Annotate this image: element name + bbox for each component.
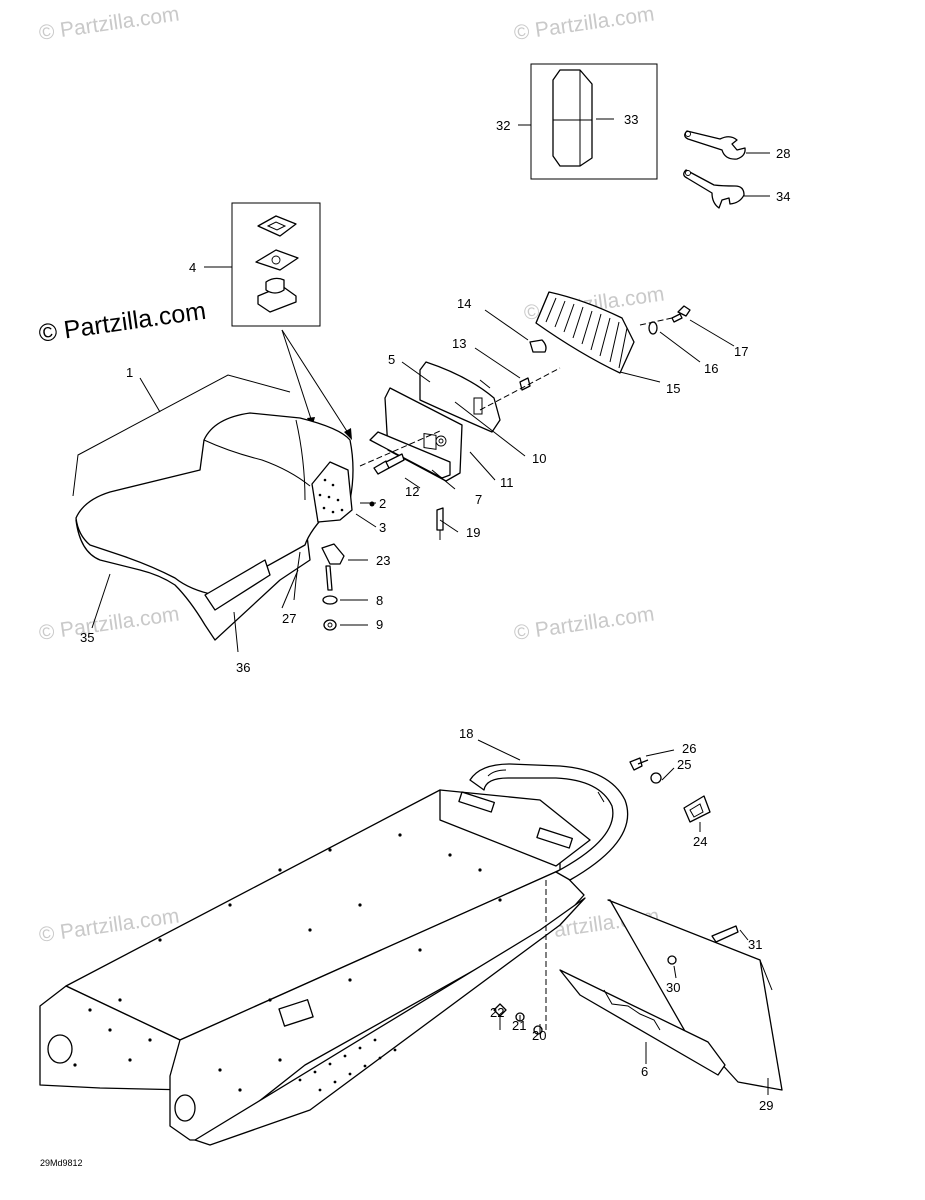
lens-ribs <box>545 297 628 369</box>
taillight-axis <box>479 317 673 411</box>
inset-box-32 <box>530 63 658 180</box>
tunnel-holes <box>73 833 502 1092</box>
watermark-top-left: © Partzilla.com <box>37 2 180 44</box>
wrench-34 <box>683 169 745 209</box>
callout-33: 33 <box>624 112 638 127</box>
callout-26: 26 <box>682 741 696 756</box>
small-hardware <box>373 305 691 540</box>
callout-24: 24 <box>693 834 707 849</box>
callout-23: 23 <box>376 553 390 568</box>
callout-34: 34 <box>776 189 790 204</box>
flap-6 <box>559 969 726 1076</box>
callout-22: 22 <box>490 1005 504 1020</box>
callout-10: 10 <box>532 451 546 466</box>
callout-5: 5 <box>388 352 395 367</box>
gasket-4 <box>257 215 297 237</box>
watermark-top-right: © Partzilla.com <box>512 2 655 44</box>
tunnel-frame <box>39 789 591 1146</box>
callout-13: 13 <box>452 336 466 351</box>
housing-10 <box>419 361 501 450</box>
callout-16: 16 <box>704 361 718 376</box>
callout-32: 32 <box>496 118 510 133</box>
slot-front <box>458 791 495 813</box>
callout-14: 14 <box>457 296 471 311</box>
pocket-36 <box>204 559 271 611</box>
callout-9: 9 <box>376 617 383 632</box>
washer-16 <box>648 321 658 335</box>
rear-plate <box>439 789 591 867</box>
running-board <box>194 897 586 1146</box>
wrench-28 <box>684 130 746 160</box>
lens-15 <box>535 291 635 374</box>
callout-21: 21 <box>512 1018 526 1033</box>
tunnel-center-slot <box>278 999 314 1027</box>
fastener-24-25-26 <box>629 757 711 823</box>
side-plate-holes <box>318 478 344 514</box>
callout-31: 31 <box>748 937 762 952</box>
callout-20: 20 <box>532 1028 546 1043</box>
diagram-code: 29Md9812 <box>40 1158 83 1168</box>
callout-30: 30 <box>666 980 680 995</box>
side-plate-2 <box>311 461 353 523</box>
callout-1: 1 <box>126 365 133 380</box>
tunnel-left-opening <box>47 1034 73 1064</box>
leader-lines <box>91 118 770 1095</box>
grab-handle-18 <box>469 763 629 881</box>
callout-2: 2 <box>379 496 386 511</box>
callout-4: 4 <box>189 260 196 275</box>
callout-28: 28 <box>776 146 790 161</box>
watermark-mid-left: © Partzilla.com <box>37 602 180 644</box>
seat-cushion <box>75 412 354 596</box>
callout-3: 3 <box>379 520 386 535</box>
seat-assembly <box>72 374 375 641</box>
callout-19: 19 <box>466 525 480 540</box>
bulb-14 <box>529 339 547 353</box>
tunnel-right-opening <box>174 1094 196 1122</box>
callout-6: 6 <box>641 1064 648 1079</box>
screw-17 <box>677 305 691 317</box>
callout-12: 12 <box>405 484 419 499</box>
callout-numbers: 1 2 3 4 5 6 7 8 9 10 11 12 13 14 15 16 1… <box>80 112 790 1113</box>
callout-7: 7 <box>475 492 482 507</box>
part-33-pad-group <box>530 63 658 180</box>
flap-29 <box>607 899 783 1091</box>
part-33-pad <box>552 69 593 167</box>
fastener-23-8-9 <box>321 543 345 631</box>
callout-36: 36 <box>236 660 250 675</box>
callout-25: 25 <box>677 757 691 772</box>
callout-29: 29 <box>759 1098 773 1113</box>
callout-35: 35 <box>80 630 94 645</box>
callout-17: 17 <box>734 344 748 359</box>
callout-18: 18 <box>459 726 473 741</box>
nut-13 <box>519 377 531 391</box>
watermark-mid-right: © Partzilla.com <box>512 602 655 644</box>
callout-8: 8 <box>376 593 383 608</box>
callout-27: 27 <box>282 611 296 626</box>
running-board-holes <box>298 1038 397 1092</box>
rivet-19 <box>436 507 444 531</box>
watermark-main: © Partzilla.com <box>37 297 208 348</box>
callout-11: 11 <box>500 475 514 490</box>
callout-15: 15 <box>666 381 680 396</box>
inset-box-4 <box>231 202 321 327</box>
slot-rear <box>536 827 573 849</box>
